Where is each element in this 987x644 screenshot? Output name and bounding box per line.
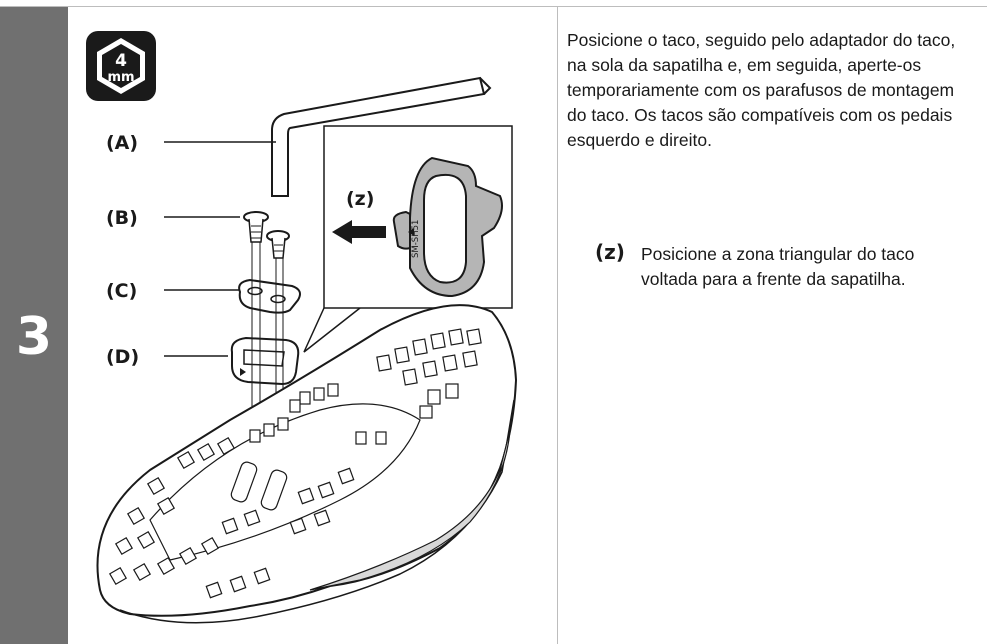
label-b: (B) — [106, 207, 138, 229]
label-c: (C) — [106, 280, 137, 302]
cleat-adapter-icon — [238, 278, 301, 314]
cleat-model-mark: SM-SH51 — [411, 220, 421, 258]
hex-key-icon — [271, 76, 492, 197]
instruction-text: Posicione o taco, seguido pelo adaptador… — [567, 30, 956, 150]
step-number: 3 — [15, 307, 53, 367]
cleat-screws-icon — [243, 211, 290, 259]
label-a: (A) — [106, 132, 138, 154]
column-divider — [557, 7, 558, 644]
top-rule — [0, 6, 987, 7]
cleat-icon — [230, 336, 300, 386]
note-text: Posicione a zona triangular do taco volt… — [641, 244, 915, 289]
step-bar: 3 — [0, 7, 68, 644]
forward-arrow-icon — [332, 220, 386, 244]
shoe-sole-drawing — [96, 304, 518, 624]
hex-key-badge-icon: 4 mm — [86, 31, 156, 101]
cleat-installation-illustration: 4 mm — [86, 31, 518, 624]
note-marker: (z) — [595, 240, 625, 264]
label-z: (z) — [346, 188, 374, 210]
tool-size-text: 4 — [115, 51, 127, 71]
tool-unit-text: mm — [107, 70, 134, 85]
cleat-detail-inset: SM-SH51 — [303, 125, 513, 353]
label-d: (D) — [106, 346, 139, 368]
